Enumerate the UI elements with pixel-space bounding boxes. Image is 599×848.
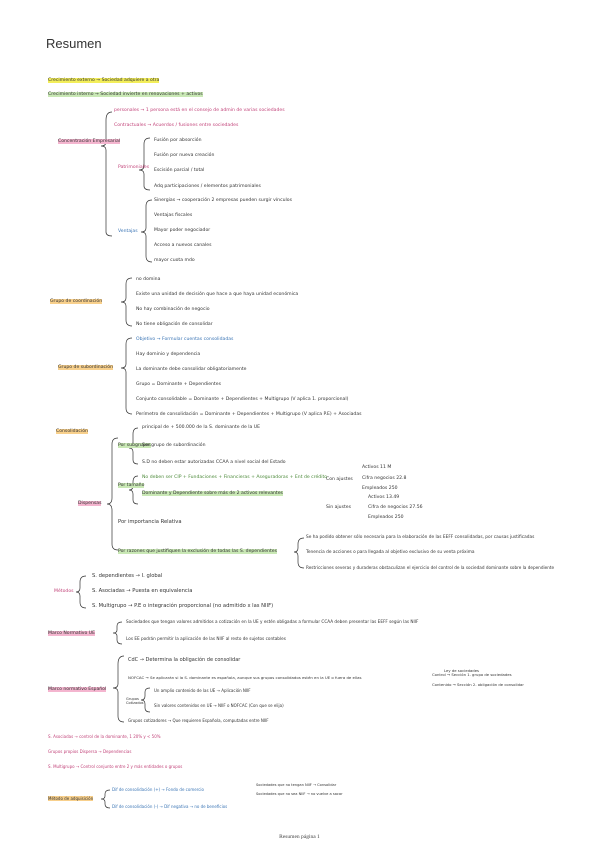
line-restricciones: Restricciones severas y duraderas obstac… [306, 565, 555, 570]
label-grupo-subordinacion: Grupo de subordinación [58, 365, 114, 370]
line-no-niif-sacar: Sociedades que no sea NIIF → no vuelve a… [256, 792, 343, 796]
page-title: Resumen [46, 36, 102, 51]
line-grupos-cotizadores: Grupos cotizadores → Que requieren Españ… [128, 718, 269, 723]
line-objetivo: Objetivo → Formular cuentas consolidadas [136, 337, 234, 342]
line-sd-no-deben: S.D no deben estar autorizadas CCAA a ni… [142, 460, 286, 465]
label-dispensas: Dispensas [78, 501, 102, 506]
line-no-combinacion: No hay combinación de negocio [136, 307, 210, 312]
label-metodos: Métodos [54, 589, 74, 594]
line-control-seccion: Control → Sección 1. grupo de sociedades [432, 672, 512, 677]
label-con-ajustes: Con ajustes [326, 477, 353, 482]
label-grupo-coordinacion: Grupo de coordinación [50, 299, 103, 304]
line-activos-13: Activos 13.49 [368, 495, 400, 500]
line-poder-negociador: Mayor poder negociador [154, 228, 211, 233]
line-escision: Escisión parcial / total [154, 168, 205, 173]
line-dif-positiva: Dif de consolidación (+) → Fondo de come… [112, 787, 204, 792]
line-empleados-250-b: Empleados 250 [368, 515, 404, 520]
line-grupos-propios: Grupos propios Dispersa → Dependencias [48, 749, 132, 754]
line-unidad-decision: Existe una unidad de decisión que hace a… [136, 292, 299, 297]
line-nuevos-canales: Acceso a nuevos canales [154, 243, 212, 248]
line-dominante-debe: La dominante debe consolidar obligatoria… [136, 367, 247, 372]
line-no-deben-ser: No deben ser CIP + Fundaciones + Financi… [142, 475, 328, 480]
label-metodo-adquisicion: Método de adquisición [48, 796, 94, 801]
label-consolidacion: Consolidación [56, 429, 88, 434]
line-no-obligacion: No tiene obligación de consolidar [136, 322, 213, 327]
line-nofcac: NOFCAC → Se aplicarán si la S. dominante… [128, 675, 362, 680]
label-por-razones: Por razones que justifiquen la exclusión… [118, 549, 277, 554]
line-obtener-sola: Se ha podido obtener sólo necesaria para… [306, 535, 535, 540]
label-por-subgrupos: Por subgrupos [118, 443, 151, 448]
line-activos-11: Activos 11 M [362, 465, 392, 470]
line-sin-valores: Sin valores contenidos en UE → NIIF o NO… [154, 703, 284, 708]
line-perimetro: Perímetro de consolidación = Dominante +… [136, 412, 362, 417]
line-contractuales: Contractuales → Acuerdos / fusiones entr… [114, 123, 239, 128]
line-empleados-250-a: Empleados 250 [362, 486, 398, 491]
line-tenencia-acciones: Tenencia de acciones o para llegada al o… [306, 550, 475, 555]
label-grupos-cotizados: Grupos Cotizados [126, 697, 144, 705]
line-crecimiento-interno: Crecimiento interno → Sociedad invierte … [48, 92, 203, 97]
line-ley-sociedades: Ley de sociedades [444, 668, 480, 673]
line-principal: principal de + 500.000 de la S. dominant… [142, 425, 261, 430]
line-no-niif-consolidar: Sociedades que no tengan NIIF → Consolid… [256, 783, 337, 787]
line-importancia-relativa: Por importancia Relativa [118, 519, 182, 525]
label-sin-ajustes: Sin ajustes [326, 505, 351, 510]
line-adq-participaciones: Adq participaciones / elementos patrimon… [154, 184, 261, 189]
line-cifra-22: Cifra negocios 22.8 [362, 476, 407, 481]
line-cuota-mdo: mayor cuota mdo [154, 258, 195, 263]
label-patrimoniales: Patrimoniales [118, 165, 150, 170]
line-crecimiento-externo: Crecimiento externo → Sociedad adquiere … [48, 78, 160, 83]
line-sociedades-valores: Sociedades que tengan valores admitidos … [126, 619, 419, 624]
line-no-domina: no domina [136, 277, 161, 282]
label-marco-ue: Marco Normativo UE [48, 631, 96, 636]
line-dominante-dependiente: Dominante y Dependiente sobre más de 2 a… [142, 491, 283, 496]
line-s-multigrupo-def: S. Multigrupo → Control conjunto entre 2… [48, 764, 183, 769]
line-s-asociadas: S. Asociadas → Puesta en equivalencia [92, 588, 193, 594]
line-ee-podran: Los EE podrán permitir la aplicación de … [126, 636, 286, 641]
line-cifra-27: Cifra de negocios 27.56 [368, 505, 423, 510]
line-fusion-absorcion: Fusión por absorción [154, 138, 202, 143]
line-contenido-seccion: Contenido → Sección 2. obligación de con… [432, 682, 524, 687]
page-footer: Resumen página 1 [279, 834, 320, 840]
line-dif-negativa: Dif de consolidación (-) → Dif negativa … [112, 804, 228, 809]
line-s-dependientes: S. dependientes → I. global [92, 573, 163, 579]
label-marco-espanol: Marco normativo Español [48, 687, 107, 692]
line-amplio-contenido: Un amplio contenido de las UE → Aplicaci… [154, 688, 251, 693]
line-ventajas-fiscales: Ventajas fiscales [154, 213, 193, 218]
line-conjunto-consolidable: Conjunto consolidable = Dominante + Depe… [136, 397, 349, 402]
line-ser-grupo: Ser grupo de subordinación [142, 443, 206, 448]
line-grupo-igual: Grupo = Dominante + Dependientes [136, 382, 221, 387]
line-sinergias: Sinergias → cooperación 2 empresas puede… [154, 198, 293, 203]
label-concentracion: Concentración Empresarial [58, 139, 121, 144]
line-cdc: CdC → Determina la obligación de consoli… [128, 657, 241, 663]
label-por-tamano: Por tamaño [118, 483, 145, 488]
line-dominio-dependencia: Hay dominio y dependencia [136, 352, 201, 357]
line-fusion-nueva: Fusión por nueva creación [154, 153, 215, 158]
line-s-multigrupo: S. Multigrupo → P.E o integración propor… [92, 603, 274, 609]
label-ventajas: Ventajas [118, 229, 138, 234]
line-personales: personales → 1 persona está en el consej… [114, 108, 285, 113]
line-s-asociadas-def: S. Asociadas → control de la dominante, … [48, 734, 161, 739]
